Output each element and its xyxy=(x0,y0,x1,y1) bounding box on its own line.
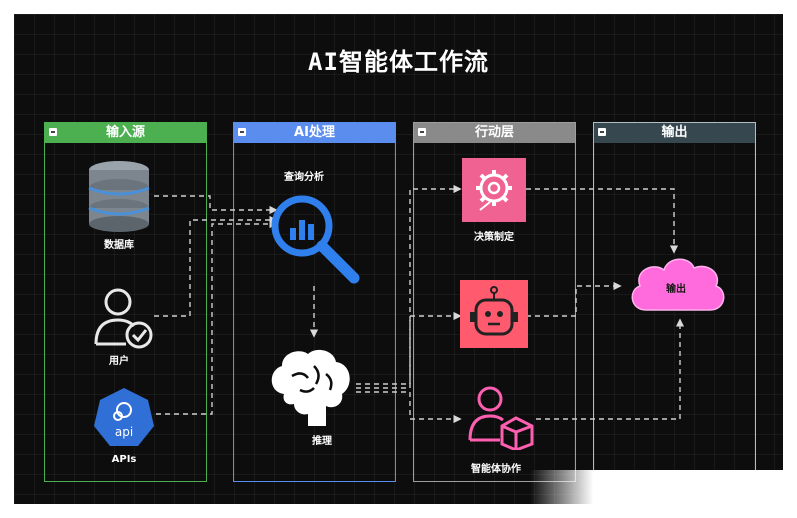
robot-icon xyxy=(460,280,528,348)
panel-input-sources-title: 输入源 xyxy=(105,125,145,140)
panel-action-layer-title: 行动层 xyxy=(474,125,514,140)
connector-lines xyxy=(154,184,685,424)
node-label-reasoning: 推理 xyxy=(312,436,332,447)
node-label-output: 输出 xyxy=(666,284,686,295)
node-label-collaboration: 智能体协作 xyxy=(471,464,521,475)
diagram-title: AI智能体工作流 xyxy=(308,48,489,76)
minimize-icon[interactable] xyxy=(598,128,606,136)
panel-action-layer-header: 行动层 xyxy=(414,123,575,143)
node-label-decision: 决策制定 xyxy=(474,232,514,243)
cloud-icon xyxy=(631,258,725,311)
connector-decision-output xyxy=(526,188,679,254)
magnifier-chart-icon xyxy=(271,195,360,284)
panel-ai-processing-title: AI处理 xyxy=(294,125,335,140)
minimize-icon[interactable] xyxy=(238,128,246,136)
gear-icon xyxy=(462,158,526,222)
node-label-user: 用户 xyxy=(109,356,129,367)
connector-robot-output xyxy=(526,281,622,317)
panel-ai-processing: AI处理 xyxy=(233,122,396,482)
panel-input-sources-header: 输入源 xyxy=(45,123,206,143)
connector-api-query xyxy=(156,219,278,415)
connector-collab-output xyxy=(536,318,685,420)
connector-reasoning-decision xyxy=(356,184,462,385)
minimize-icon[interactable] xyxy=(49,128,57,136)
panel-output: 输出 xyxy=(593,122,756,482)
api-badge-text: api xyxy=(115,425,133,439)
connector-database-query xyxy=(154,195,278,215)
database-icon xyxy=(88,161,150,232)
connector-reasoning-collab xyxy=(356,391,462,424)
connector-user-query xyxy=(154,215,278,317)
node-label-apis: APIs xyxy=(111,454,137,465)
panel-output-title: 输出 xyxy=(661,125,688,140)
panel-action-layer: 行动层 xyxy=(413,122,576,482)
panel-output-header: 输出 xyxy=(594,123,755,143)
panel-input-sources: 输入源 xyxy=(44,122,207,482)
brain-icon xyxy=(271,349,350,426)
node-label-query-analysis: 查询分析 xyxy=(284,172,324,183)
node-label-database: 数据库 xyxy=(104,240,134,251)
connector-reasoning-robot xyxy=(356,311,462,389)
user-cube-icon xyxy=(468,386,534,450)
panel-ai-processing-header: AI处理 xyxy=(234,123,395,143)
diagram-canvas: AI智能体工作流 输入源 AI处理 行动层 输出 xyxy=(14,14,783,504)
minimize-icon[interactable] xyxy=(418,128,426,136)
footer-strip xyxy=(530,470,783,504)
user-check-icon xyxy=(94,288,153,349)
api-icon: api xyxy=(94,388,154,446)
